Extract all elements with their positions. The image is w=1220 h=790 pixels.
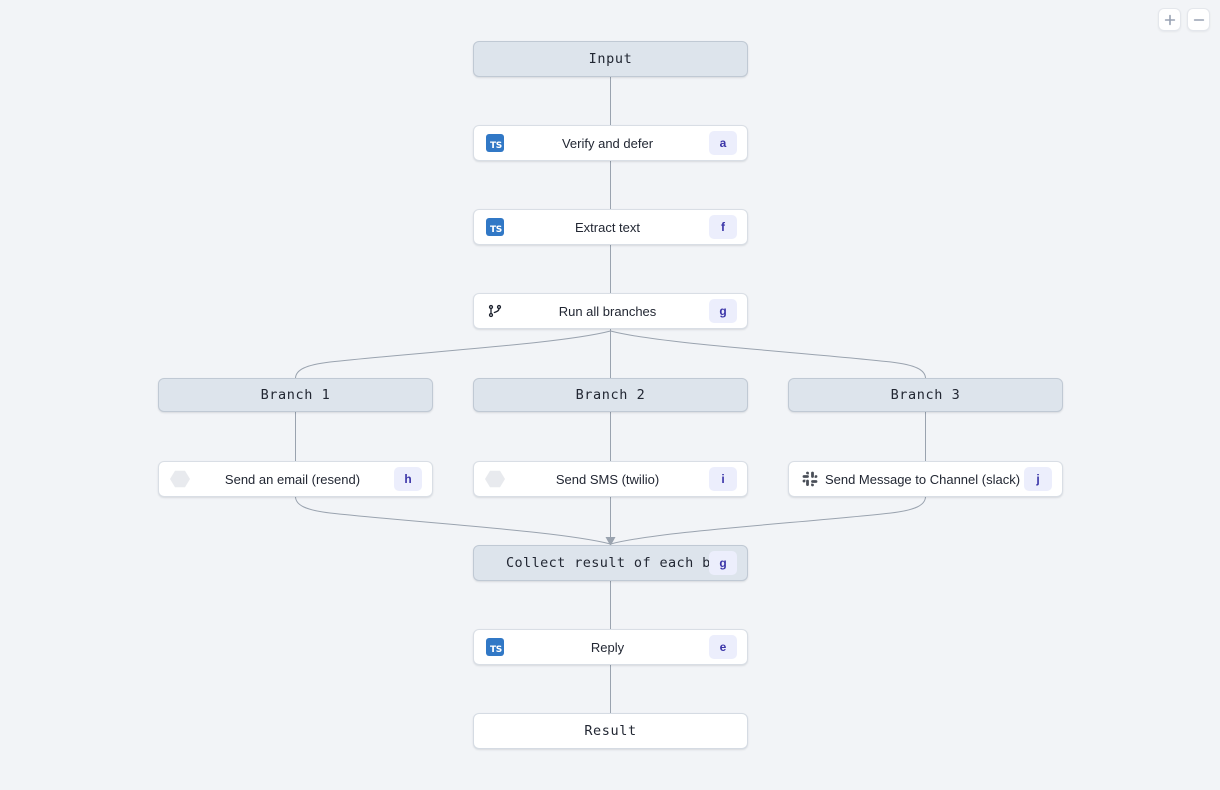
branch-icon xyxy=(484,300,506,322)
ts-icon: TS xyxy=(484,216,506,238)
ts-icon: TS xyxy=(484,636,506,658)
node-collect-result[interactable]: Collect result of each branch g xyxy=(473,545,748,581)
node-reply[interactable]: TS Reply e xyxy=(473,629,748,665)
node-input[interactable]: Input xyxy=(473,41,748,77)
node-send-sms[interactable]: Send SMS (twilio) i xyxy=(473,461,748,497)
zoom-out-button[interactable] xyxy=(1187,8,1210,31)
zoom-controls xyxy=(1158,8,1210,31)
node-send-an-email[interactable]: Send an email (resend) h xyxy=(158,461,433,497)
node-branch-1[interactable]: Branch 1 xyxy=(158,378,433,412)
node-extract-text[interactable]: TS Extract text f xyxy=(473,209,748,245)
node-extract-text-badge: f xyxy=(709,215,737,239)
node-run-all-branches[interactable]: Run all branches g xyxy=(473,293,748,329)
node-send-message-to-channel-badge: j xyxy=(1024,467,1052,491)
node-reply-label: Reply xyxy=(590,639,625,655)
resend-icon xyxy=(169,468,191,490)
node-input-label: Input xyxy=(588,51,633,67)
node-send-sms-badge: i xyxy=(709,467,737,491)
node-extract-text-label: Extract text xyxy=(574,219,641,235)
ts-icon: TS xyxy=(484,132,506,154)
node-verify-and-defer[interactable]: TS Verify and defer a xyxy=(473,125,748,161)
zoom-in-button[interactable] xyxy=(1158,8,1181,31)
node-send-an-email-badge: h xyxy=(394,467,422,491)
node-reply-badge: e xyxy=(709,635,737,659)
node-result-label: Result xyxy=(584,723,637,739)
node-send-message-to-channel[interactable]: Send Message to Channel (slack) j xyxy=(788,461,1063,497)
node-run-all-branches-badge: g xyxy=(709,299,737,323)
node-send-an-email-label: Send an email (resend) xyxy=(224,471,361,487)
node-send-message-to-channel-label: Send Message to Channel (slack) xyxy=(824,471,1021,487)
node-collect-result-label: Collect result of each branch xyxy=(506,555,709,571)
node-run-all-branches-label: Run all branches xyxy=(558,303,657,319)
twilio-icon xyxy=(484,468,506,490)
node-result[interactable]: Result xyxy=(473,713,748,749)
node-branch-3-label: Branch 3 xyxy=(890,387,961,403)
node-collect-result-badge: g xyxy=(709,551,737,575)
node-branch-3[interactable]: Branch 3 xyxy=(788,378,1063,412)
node-branch-2-label: Branch 2 xyxy=(575,387,646,403)
node-send-sms-label: Send SMS (twilio) xyxy=(555,471,660,487)
slack-icon xyxy=(799,468,821,490)
node-branch-2[interactable]: Branch 2 xyxy=(473,378,748,412)
node-verify-and-defer-label: Verify and defer xyxy=(561,135,654,151)
node-verify-and-defer-badge: a xyxy=(709,131,737,155)
node-branch-1-label: Branch 1 xyxy=(260,387,331,403)
